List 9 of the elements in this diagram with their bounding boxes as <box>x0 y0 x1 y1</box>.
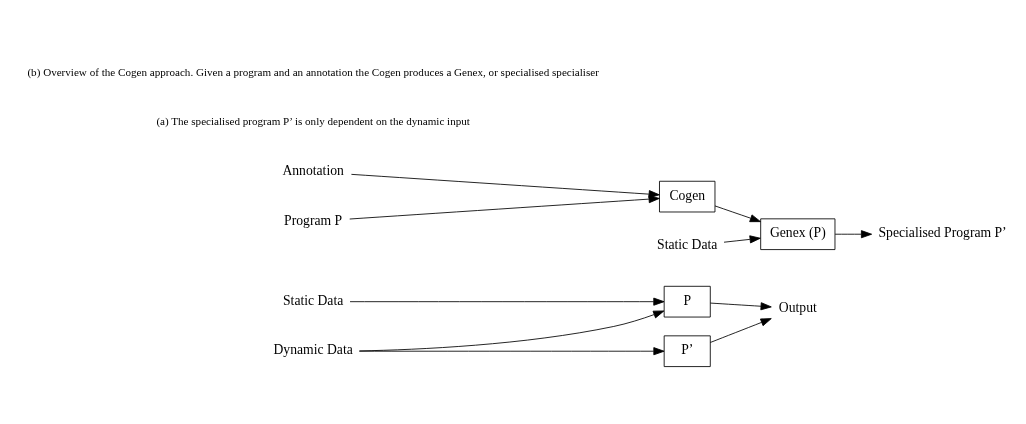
node-text: Output <box>778 299 817 315</box>
label: (a) The specialised program P’ is only dependent on the dynamic input <box>156 115 470 128</box>
node-text: Dynamic Data <box>273 342 353 358</box>
node-text: Specialised Program P’ <box>878 225 1007 241</box>
node-text: Static Data <box>657 237 718 253</box>
label: (b) Overview of the Cogen approach. Given a program and an annotation the Cogen produces a Genex, or specialised specialiser <box>27 65 599 78</box>
node-text: Program P <box>284 212 343 228</box>
node-text: Static Data <box>283 292 344 308</box>
node-text: Annotation <box>282 163 344 179</box>
